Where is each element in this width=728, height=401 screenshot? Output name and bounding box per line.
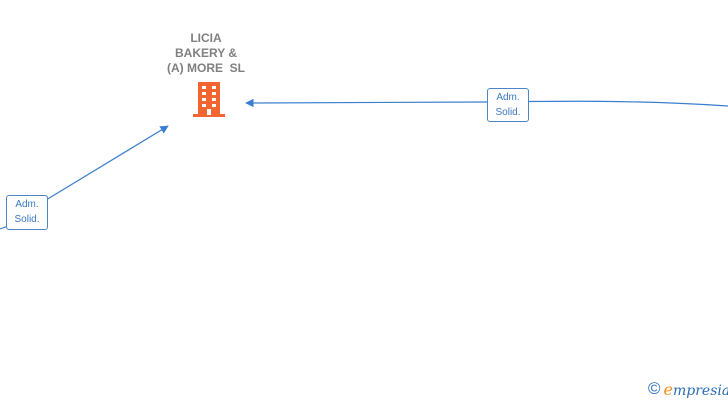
- building-icon[interactable]: [192, 82, 226, 118]
- relation-label-line-1: Adm.: [496, 92, 520, 103]
- company-name-line-2: BAKERY &: [174, 46, 237, 60]
- relation-label-line-2: Solid.: [14, 214, 40, 225]
- relation-label-right[interactable]: Adm. Solid.: [487, 88, 529, 122]
- company-name-line-1: LICIA: [190, 31, 222, 45]
- brand-logo[interactable]: empresia: [664, 380, 728, 399]
- footer-brand: © empresia: [648, 377, 728, 401]
- copyright-icon: ©: [648, 379, 661, 398]
- relation-label-line-2: Solid.: [495, 107, 521, 118]
- relation-label-line-1: Adm.: [15, 199, 39, 210]
- brand-name: mpresia: [673, 382, 728, 399]
- relation-label-left[interactable]: Adm. Solid.: [6, 195, 48, 230]
- brand-initial: e: [663, 379, 673, 399]
- company-name-line-3: (A) MORE SL: [167, 61, 245, 75]
- company-name[interactable]: LICIA BAKERY & (A) MORE SL: [150, 31, 262, 76]
